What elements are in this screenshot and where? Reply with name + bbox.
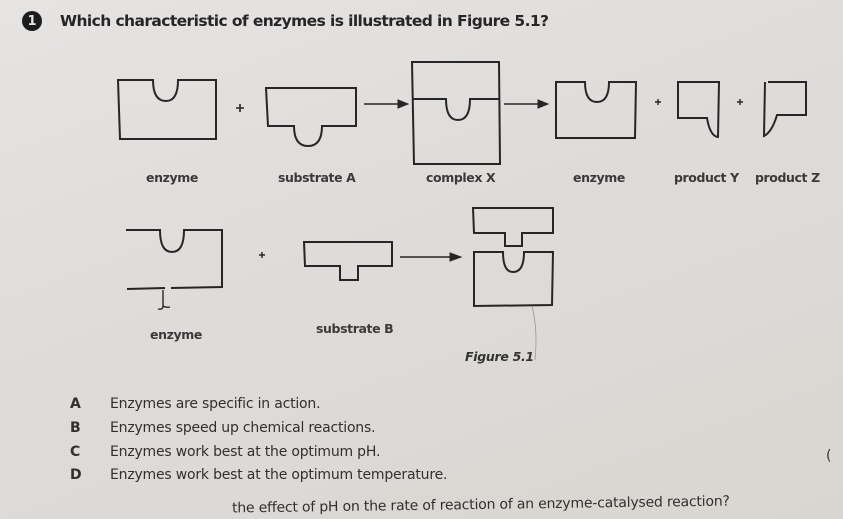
option-letter: A <box>70 396 81 412</box>
label-enzyme: enzyme <box>146 170 198 185</box>
complex-x-shape <box>410 61 502 165</box>
option-letter: C <box>70 444 81 460</box>
label-product-y: product Y <box>674 170 739 185</box>
product-y-shape <box>677 81 721 139</box>
label-enzyme-product: enzyme <box>573 170 625 185</box>
label-enzyme-row2: enzyme <box>150 327 202 342</box>
label-product-z: product Z <box>755 170 820 185</box>
label-substrate-b: substrate B <box>316 321 394 336</box>
label-complex-x: complex X <box>426 170 496 185</box>
question-number-badge: 1 <box>22 11 42 31</box>
option-d[interactable]: D Enzymes work best at the optimum temper… <box>70 467 447 483</box>
answer-bracket: ( <box>826 448 832 464</box>
substrate-b-shape <box>302 241 393 281</box>
option-text: Enzymes work best at the optimum tempera… <box>110 467 448 483</box>
enzyme-shape-2 <box>555 81 638 139</box>
substrate-b-misfit-shape <box>471 207 554 247</box>
product-z-shape <box>762 81 807 138</box>
option-a[interactable]: A Enzymes are specific in action. <box>70 396 321 412</box>
option-letter: D <box>70 467 82 483</box>
option-b[interactable]: B Enzymes speed up chemical reactions. <box>70 420 376 436</box>
option-text: Enzymes work best at the optimum pH. <box>110 444 381 460</box>
label-substrate-a: substrate A <box>278 170 356 185</box>
enzyme-shape <box>116 79 217 140</box>
enzyme-misfit-shape <box>473 251 555 308</box>
question-text: Which characteristic of enzymes is illus… <box>60 12 549 30</box>
enzyme-shape-row2 <box>126 229 223 290</box>
option-text: Enzymes speed up chemical reactions. <box>110 420 376 436</box>
option-text: Enzymes are specific in action. <box>110 396 321 412</box>
substrate-a-shape <box>264 87 357 148</box>
option-letter: B <box>70 420 81 436</box>
figure-caption: Figure 5.1 <box>465 349 534 364</box>
option-c[interactable]: C Enzymes work best at the optimum pH. <box>70 444 380 460</box>
